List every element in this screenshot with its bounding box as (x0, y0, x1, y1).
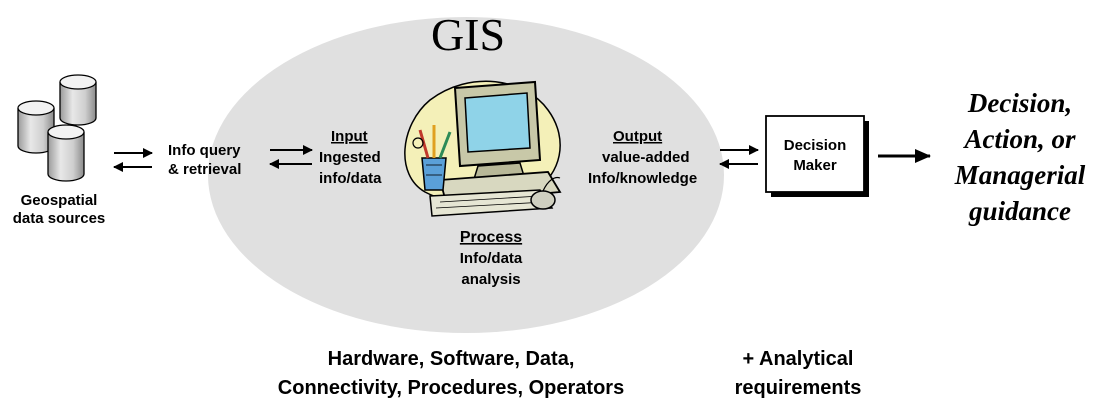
output-decision-arrows (719, 145, 759, 169)
sources-label-line2: data sources (13, 210, 106, 227)
query-input-arrows (269, 145, 313, 169)
sources-label-line1: Geospatial (21, 192, 98, 209)
decision-maker-line2: Maker (793, 157, 837, 174)
process-heading: Process (460, 229, 522, 246)
components-line2: Connectivity, Procedures, Operators (278, 377, 624, 399)
input-heading: Input (331, 128, 368, 145)
process-line2: analysis (461, 271, 520, 288)
input-line1: Ingested (319, 149, 381, 166)
outcome-line4: guidance (968, 196, 1071, 226)
query-label-line1: Info query (168, 142, 241, 159)
query-label-line2: & retrieval (168, 161, 241, 178)
outcome-line3: Managerial (954, 160, 1086, 190)
input-line2: info/data (319, 170, 382, 187)
sources-query-arrows (113, 148, 153, 172)
output-line2: Info/knowledge (588, 170, 697, 187)
components-line1: Hardware, Software, Data, (328, 348, 575, 370)
decision-maker-box (765, 115, 865, 193)
outcome-line1: Decision, (967, 88, 1072, 118)
analytical-line1: + Analytical (743, 348, 854, 370)
database-cylinders-icon (17, 74, 97, 182)
decision-maker-line1: Decision (784, 137, 847, 154)
computer-clipart-icon (404, 80, 562, 217)
output-heading: Output (613, 128, 662, 145)
process-line1: Info/data (460, 250, 523, 267)
gis-title: GIS (431, 9, 505, 60)
output-line1: value-added (602, 149, 690, 166)
analytical-line2: requirements (735, 377, 862, 399)
outcome-line2: Action, or (962, 124, 1076, 154)
